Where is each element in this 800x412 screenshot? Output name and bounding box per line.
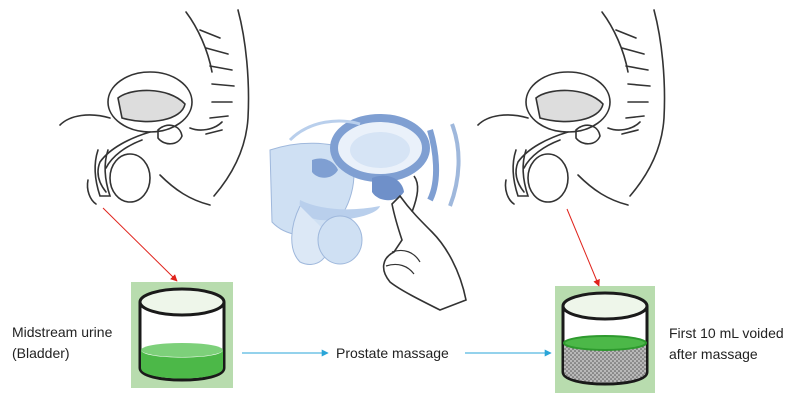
right-specimen-cup — [555, 286, 655, 393]
midstream-urine-label: Midstream urine (Bladder) — [12, 322, 132, 364]
prostate-massage-label: Prostate massage — [336, 345, 449, 361]
red-arrow-left — [102, 207, 178, 282]
midstream-line-1: Midstream urine — [12, 324, 113, 340]
first-voided-label: First 10 mL voided after massage — [669, 323, 794, 365]
first-voided-line-2: after massage — [669, 346, 758, 362]
right-pelvis-figure — [477, 9, 666, 206]
left-pelvis-figure — [59, 9, 250, 206]
red-arrow-right — [566, 208, 600, 287]
left-specimen-cup — [131, 282, 233, 388]
first-voided-line-1: First 10 mL voided — [669, 325, 784, 341]
center-massage-figure — [269, 114, 467, 311]
midstream-line-2: (Bladder) — [12, 345, 70, 361]
